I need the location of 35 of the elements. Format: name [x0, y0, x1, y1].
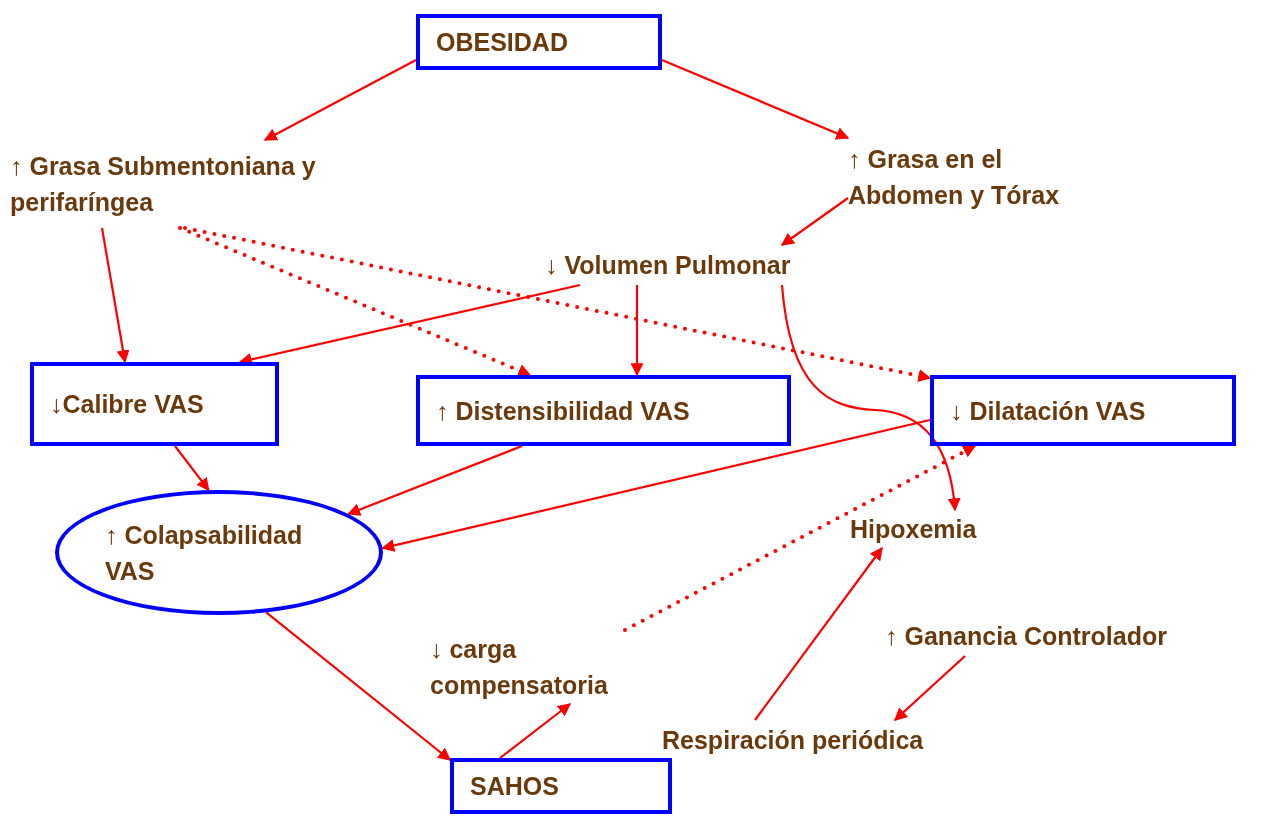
arrow: [754, 546, 883, 721]
concept-label: ↑ Grasa en el Abdomen y Tórax: [848, 144, 1061, 211]
arrow: [780, 284, 961, 512]
dotted-arrow: [183, 226, 932, 383]
concept-box: [930, 375, 1236, 446]
concept-label: ↓ Volumen Pulmonar: [545, 250, 791, 281]
arrow: [174, 445, 210, 492]
concept-box: [30, 362, 279, 446]
concept-box: [416, 375, 791, 446]
arrow: [661, 59, 850, 140]
dotted-arrow: [623, 444, 977, 632]
arrow: [347, 444, 523, 516]
arrow: [780, 197, 849, 246]
concept-label: ↑ Ganancia Controlador: [885, 621, 1167, 652]
concept-label: Hipoxemia: [850, 514, 977, 545]
box-label: OBESIDAD: [436, 27, 568, 58]
concept-label: Respiración periódica: [662, 725, 924, 756]
arrow: [499, 703, 572, 759]
arrow: [381, 418, 931, 552]
arrow: [263, 59, 417, 141]
box-label: ↑ Colapsabilidad VAS: [105, 519, 304, 587]
concept-label: ↑ Grasa Submentoniana y perifaríngea: [10, 151, 317, 218]
box-label: ↓Calibre VAS: [50, 389, 204, 420]
concept-ellipse: [55, 490, 383, 615]
arrow: [630, 285, 644, 377]
dotted-arrow: [178, 226, 532, 377]
arrow: [265, 611, 451, 761]
concept-box: [416, 14, 662, 70]
box-label: SAHOS: [470, 771, 559, 802]
box-label: ↓ Dilatación VAS: [950, 395, 1146, 427]
arrow: [894, 655, 966, 721]
arrow: [100, 227, 130, 364]
concept-label: ↓ carga compensatoria: [430, 634, 609, 701]
box-label: ↑ Distensibilidad VAS: [436, 395, 690, 427]
concept-box: [450, 758, 672, 814]
